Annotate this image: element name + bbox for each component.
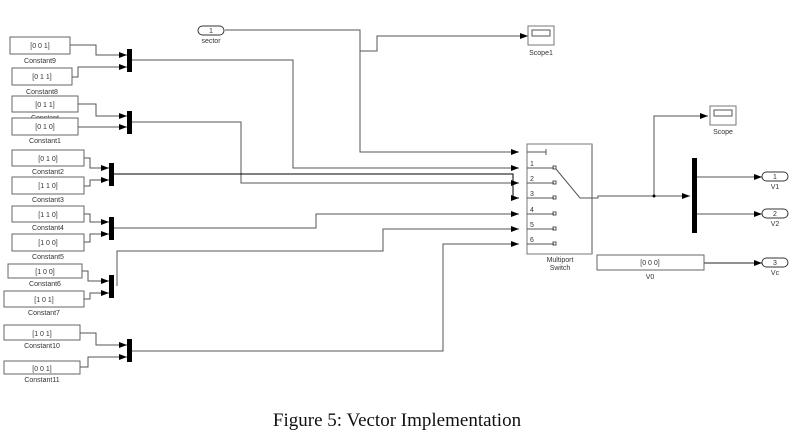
constant-block-1[interactable]: [0 1 0] Constant1 bbox=[11, 117, 79, 145]
switch-port-1: 1 bbox=[530, 161, 534, 168]
switch-label-1: Multiport bbox=[547, 257, 574, 264]
switch-port-5: 5 bbox=[530, 222, 534, 229]
constant-value: [0 1 0] bbox=[35, 124, 55, 131]
constant-value: [1 1 0] bbox=[38, 183, 58, 190]
constant-value: [0 1 0] bbox=[38, 156, 58, 163]
scope1-label: Scope1 bbox=[529, 50, 553, 57]
constant-value: [0 1 1] bbox=[32, 74, 52, 81]
outport-number: 3 bbox=[773, 260, 777, 267]
outport-label: Vc bbox=[771, 270, 780, 277]
inport-number: 1 bbox=[209, 28, 213, 35]
constant-value: [1 0 0] bbox=[35, 269, 55, 276]
demux-block[interactable] bbox=[692, 158, 697, 233]
constant-value: [1 1 0] bbox=[38, 212, 58, 219]
constant-block-5[interactable]: [1 0 0] Constant5 bbox=[11, 233, 85, 261]
constant-value: [0 1 1] bbox=[35, 102, 55, 109]
constant-label: Constant8 bbox=[26, 89, 58, 96]
constant-label: Constant5 bbox=[32, 254, 64, 261]
outport-number: 2 bbox=[773, 211, 777, 218]
constant-block-6[interactable]: [1 0 0] Constant6 bbox=[7, 263, 83, 288]
scope-block[interactable]: Scope bbox=[709, 105, 737, 136]
switch-label-2: Switch bbox=[550, 265, 571, 272]
constant-label: Constant1 bbox=[29, 138, 61, 145]
outport-vc[interactable]: 3 Vc bbox=[761, 257, 789, 277]
v0-label: V0 bbox=[646, 274, 655, 281]
constant-value: [1 0 0] bbox=[38, 240, 58, 247]
outport-v2[interactable]: 2 V2 bbox=[761, 208, 789, 228]
multiport-switch[interactable]: 1 2 3 4 5 6 Multiport Switch bbox=[526, 143, 593, 272]
mux-block-5[interactable] bbox=[109, 275, 114, 298]
constant-block-2[interactable]: [0 1 0] Constant2 bbox=[11, 149, 85, 176]
constant-label: Constant6 bbox=[29, 281, 61, 288]
constant-block-10[interactable]: [1 0 1] Constant10 bbox=[3, 324, 81, 350]
constant-label: Constant11 bbox=[24, 377, 59, 384]
inport-sector[interactable]: 1 sector bbox=[197, 25, 225, 45]
constant-block-8[interactable]: [0 1 1] Constant8 bbox=[11, 67, 73, 96]
mux-block-6[interactable] bbox=[127, 339, 132, 362]
outport-v1[interactable]: 1 V1 bbox=[761, 171, 789, 191]
constant-block-9[interactable]: [0 0 1] Constant9 bbox=[9, 36, 71, 65]
constant-label: Constant10 bbox=[24, 343, 60, 350]
switch-port-6: 6 bbox=[530, 237, 534, 244]
outport-number: 1 bbox=[773, 174, 777, 181]
constant-label: Constant2 bbox=[32, 169, 64, 176]
inport-label: sector bbox=[201, 38, 221, 45]
scope-label: Scope bbox=[713, 129, 733, 136]
mux-block-2[interactable] bbox=[127, 111, 132, 134]
branch-point bbox=[652, 194, 656, 198]
constant-value: [1 0 1] bbox=[34, 297, 54, 304]
mux-block-3[interactable] bbox=[109, 163, 114, 186]
wires-to-switch bbox=[114, 29, 528, 352]
constant-label: Constant3 bbox=[32, 197, 64, 204]
constant-label: Constant9 bbox=[24, 58, 56, 65]
switch-port-2: 2 bbox=[530, 176, 534, 183]
mux-block-4[interactable] bbox=[109, 217, 114, 240]
constant-block-11[interactable]: [0 0 1] Constant11 bbox=[3, 360, 81, 384]
mux-block-1[interactable] bbox=[127, 49, 132, 72]
constant-value: [0 0 1] bbox=[32, 366, 52, 373]
constant-value: [1 0 1] bbox=[32, 331, 52, 338]
figure-caption: Figure 5: Vector Implementation bbox=[272, 410, 522, 431]
constant-label: Constant4 bbox=[32, 225, 64, 232]
scope1-block[interactable]: Scope1 bbox=[527, 25, 555, 57]
v0-constant-block[interactable]: [0 0 0] V0 bbox=[596, 254, 705, 281]
switch-port-3: 3 bbox=[530, 191, 534, 198]
constant-block-3[interactable]: [1 1 0] Constant3 bbox=[11, 176, 85, 204]
wires-constants bbox=[70, 44, 127, 368]
constant-value: [0 0 1] bbox=[30, 43, 50, 50]
switch-port-4: 4 bbox=[530, 207, 534, 214]
outport-label: V1 bbox=[771, 184, 780, 191]
constant-block-7[interactable]: [1 0 1] Constant7 bbox=[3, 290, 85, 317]
v0-value: [0 0 0] bbox=[640, 260, 660, 267]
constant-label: Constant7 bbox=[28, 310, 60, 317]
outport-label: V2 bbox=[771, 221, 780, 228]
constant-block-4[interactable]: [1 1 0] Constant4 bbox=[11, 205, 85, 232]
wires-output bbox=[592, 113, 762, 266]
